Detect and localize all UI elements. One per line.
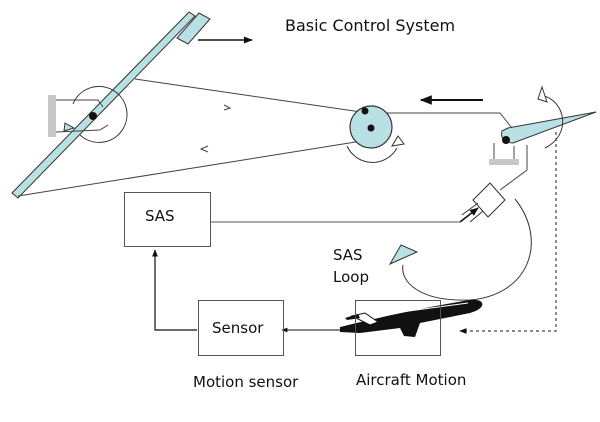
sensor-block-label: Sensor [212,319,264,337]
sas-loop-label-line1: SAS [333,246,363,264]
actuator [459,182,506,223]
sas-block-label: SAS [145,207,175,225]
stick-pivot [48,85,128,143]
sas-block [124,192,211,247]
cable-arrow-back [199,145,209,153]
sas-loop-arrowhead [388,244,419,266]
cable-arrow-forward [223,104,232,111]
sensor-block [198,300,284,356]
motion-sensor-label: Motion sensor [193,373,299,391]
aircraft-motion-label: Aircraft Motion [356,371,467,389]
dotted-feedback-line [459,132,557,334]
diagram-title: Basic Control System [285,16,456,35]
control-cables [17,78,513,197]
sas-loop-arc [402,198,532,301]
sensor-to-sas-arrow [152,249,197,331]
sas-loop-label-line2: Loop [333,268,369,286]
aircraft-icon [340,299,483,337]
pulley [346,105,405,163]
aircraft-motion-block [355,300,441,356]
control-surface [489,85,597,191]
control-stick [11,11,211,199]
